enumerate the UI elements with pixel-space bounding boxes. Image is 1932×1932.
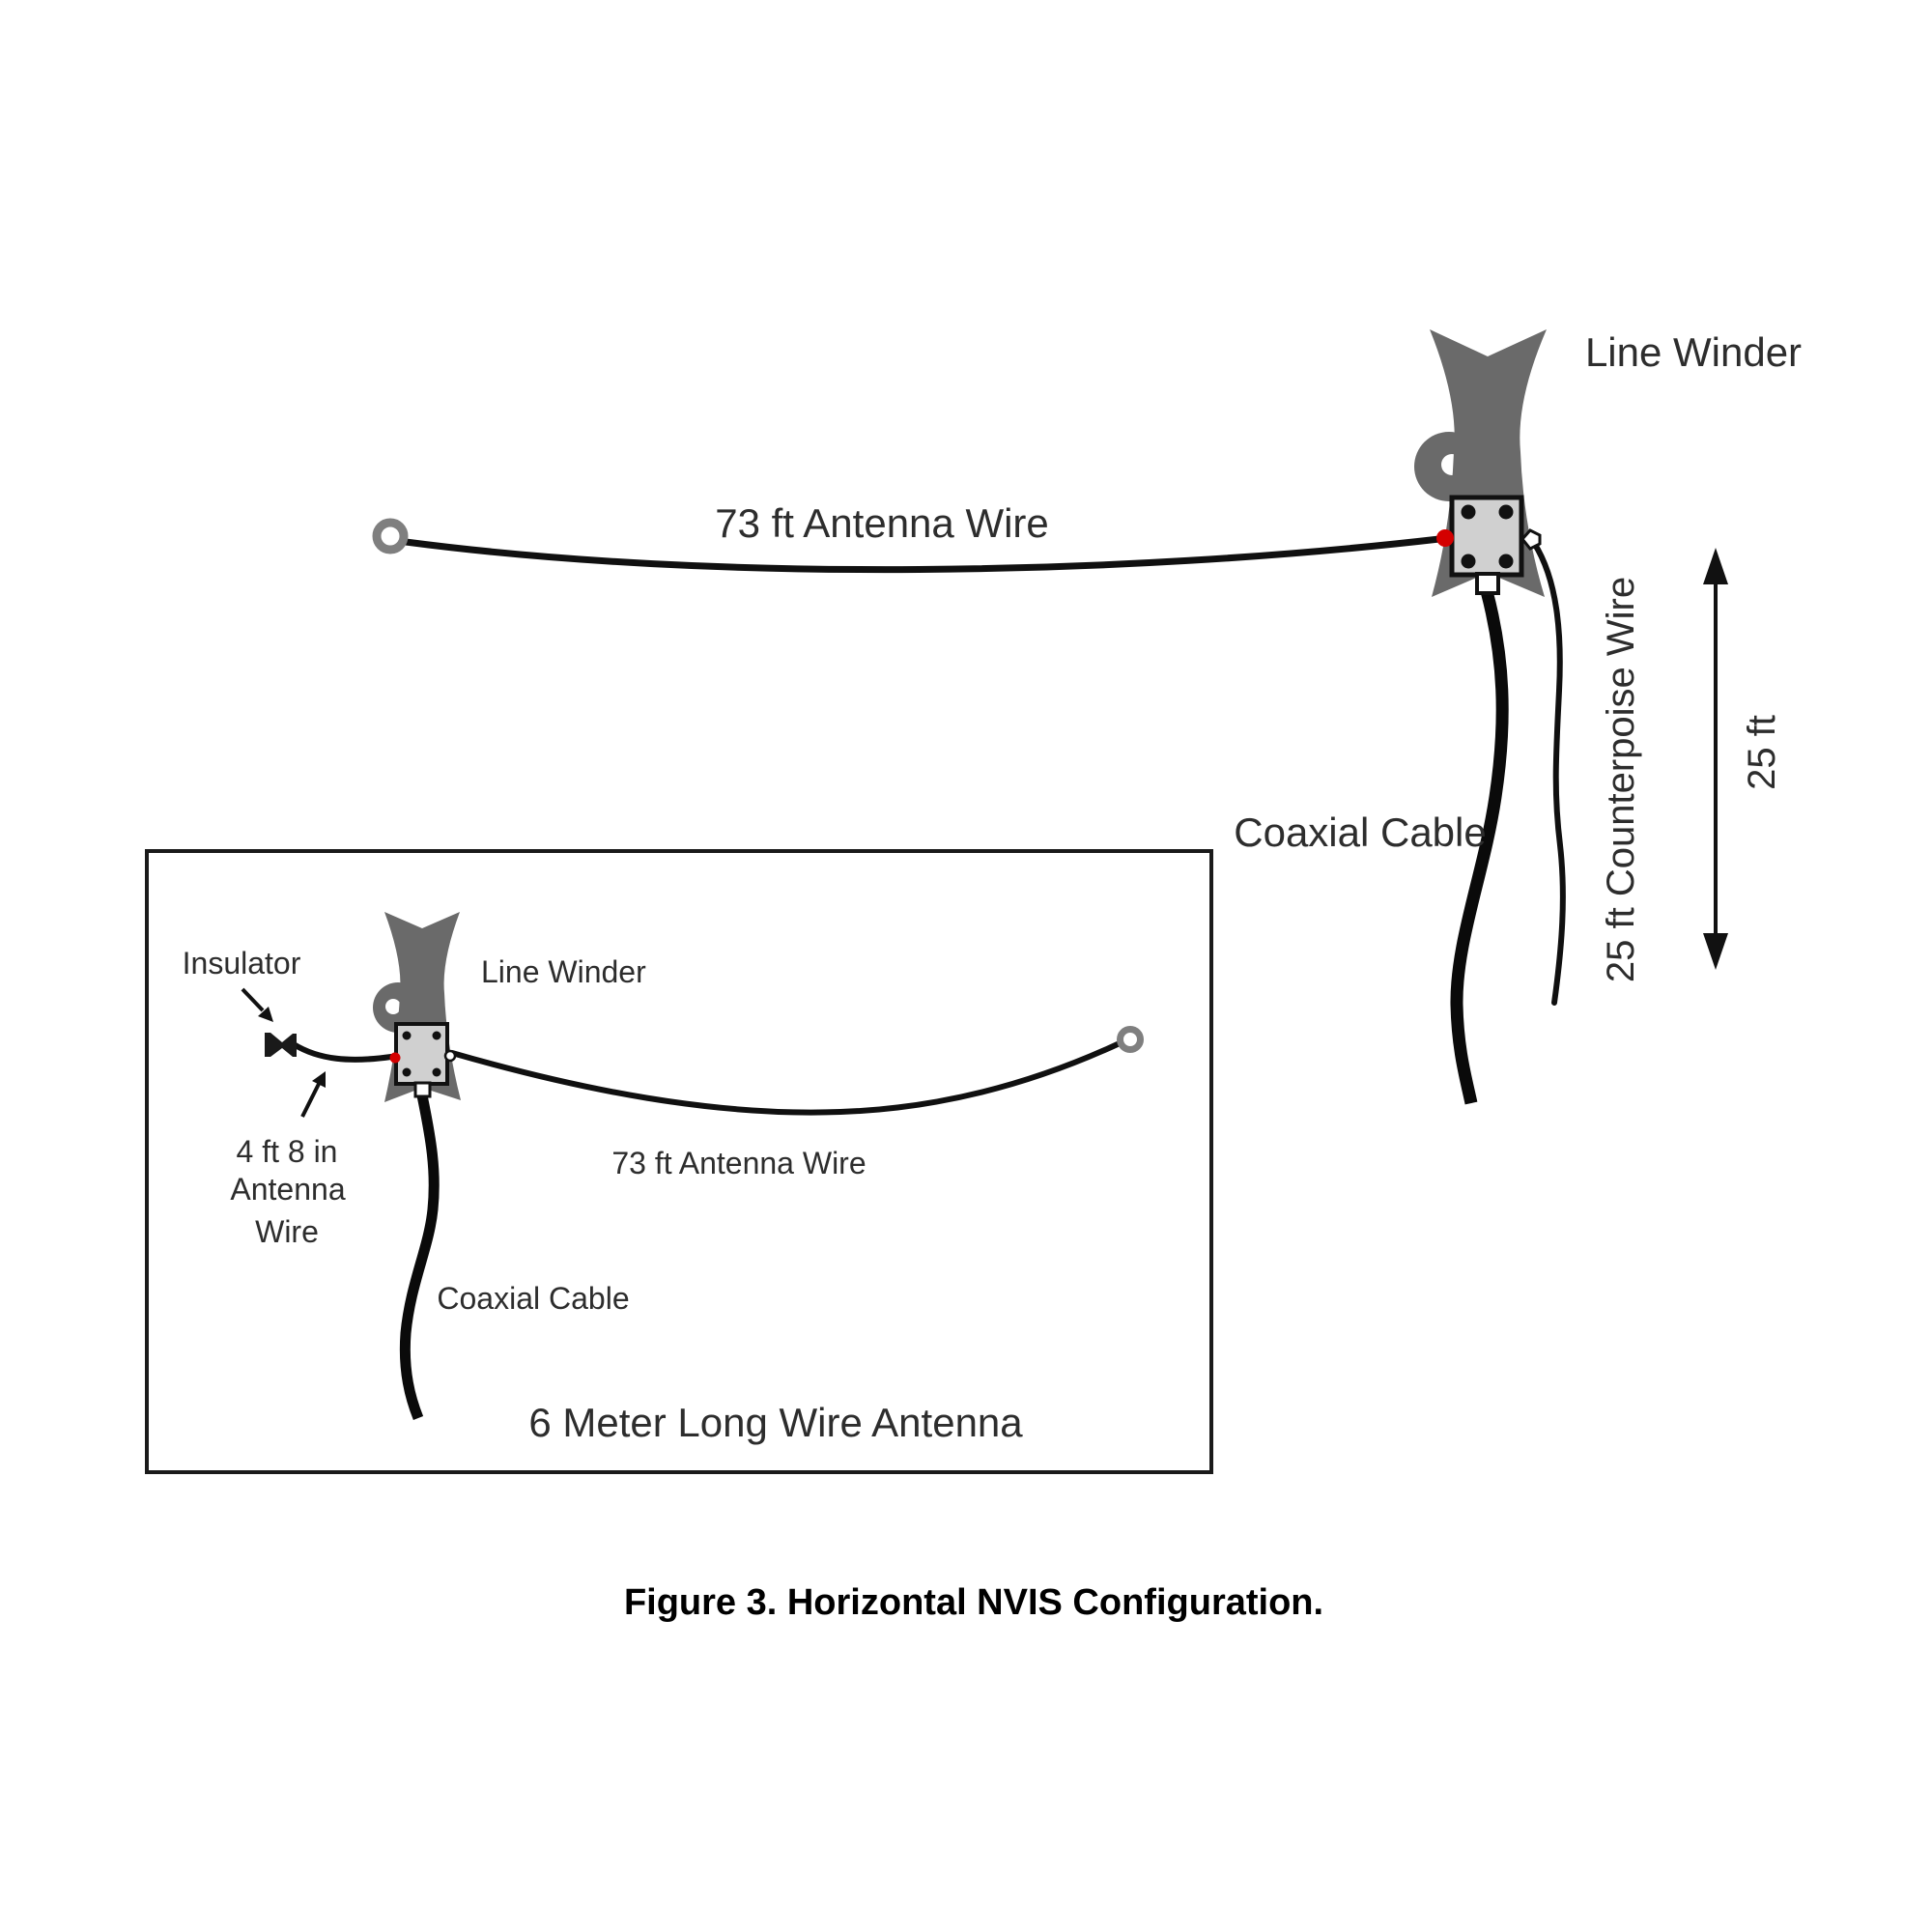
arrow-down-icon [1703,933,1728,970]
dimension-arrow [1703,548,1728,970]
counterpoise-wire [1531,540,1566,1006]
arrow-tip-icon [312,1071,326,1088]
insulator-label: Insulator [183,946,301,980]
antenna-wire-label: 73 ft Antenna Wire [611,1146,866,1180]
pointer-line [300,1083,321,1118]
coaxial-cable [1450,589,1509,1105]
main-diagram: Line Winder 73 ft Antenna Wire Coaxial C… [372,329,1802,1105]
bolt-icon [402,1067,412,1077]
antenna-wire [449,1040,1122,1116]
line-winder-label: Line Winder [481,954,646,989]
line-winder-icon [373,912,461,1102]
bolt-icon [432,1031,441,1040]
feed-tab [413,1081,432,1098]
line-winder-icon [1414,329,1547,597]
feed-wire-label-line2: Antenna [230,1172,345,1207]
arrow-tip-icon [258,1007,273,1022]
coaxial-cable-label: Coaxial Cable [437,1281,629,1316]
coaxial-cable [399,1094,440,1421]
height-dimension-label: 25 ft [1741,715,1783,790]
inset-diagram: Insulator Line Winder 73 ft Antenna Wire… [145,849,1213,1474]
feed-wire-label-line1: 4 ft 8 in [237,1134,338,1169]
feed-wire-pointer-arrow [300,1071,326,1118]
feed-tab [1475,572,1500,595]
bolt-icon [1461,554,1476,569]
white-connector-icon [1520,528,1542,551]
red-connector-icon [389,1052,401,1064]
insulator-icon [265,1033,297,1057]
counterpoise-wire-label: 25 ft Counterpoise Wire [1600,577,1642,982]
coaxial-cable-label: Coaxial Cable [1234,810,1486,855]
insulator-pointer-arrow [241,987,273,1022]
feed-wire [291,1041,394,1063]
wire-end-ring-icon [372,518,409,554]
antenna-wire [402,535,1443,574]
red-connector-icon [1436,529,1454,547]
bundle-hole [385,999,401,1014]
feed-wire-label-line3: Wire [255,1214,319,1249]
inset-border [145,849,1213,1474]
arrow-up-icon [1703,548,1728,584]
bolt-icon [1461,504,1476,520]
antenna-wire-label: 73 ft Antenna Wire [715,500,1049,546]
line-winder-label: Line Winder [1585,329,1802,375]
bolt-icon [432,1067,441,1077]
pointer-line [241,987,265,1012]
bolt-icon [1498,504,1514,520]
white-connector-icon [443,1049,457,1063]
bolt-icon [1498,554,1514,569]
bolt-icon [402,1031,412,1040]
wire-end-ring-icon [1117,1026,1144,1053]
figure-caption: Figure 3. Horizontal NVIS Configuration. [624,1582,1323,1623]
inset-title: 6 Meter Long Wire Antenna [528,1400,1023,1445]
